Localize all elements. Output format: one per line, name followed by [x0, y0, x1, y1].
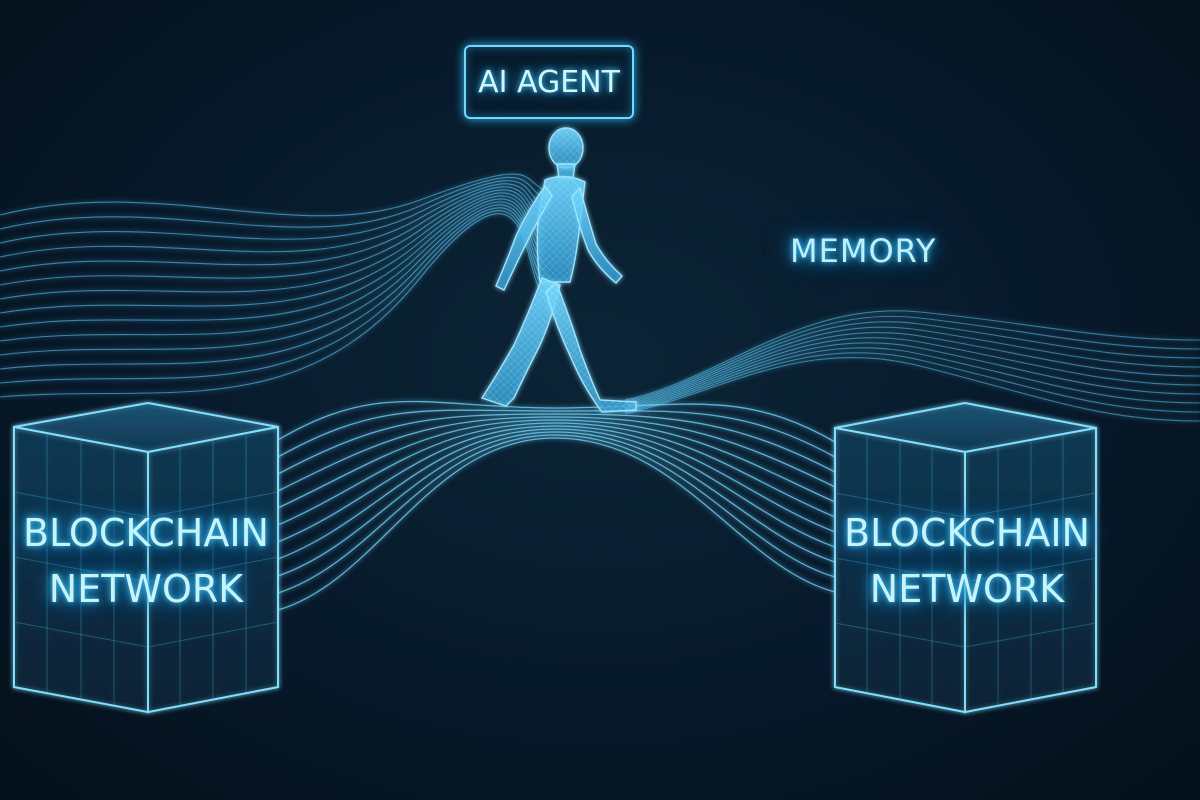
bridge-line [277, 425, 836, 543]
memory-label: MEMORY [790, 232, 937, 270]
bridge-line [277, 419, 836, 509]
bridge-line [277, 434, 836, 594]
flow-line [0, 183, 546, 258]
right-flow-lines [624, 310, 1200, 422]
bridge-line [277, 413, 836, 475]
flow-line [624, 342, 1200, 410]
left-cube-label-line2: NETWORK [48, 567, 244, 611]
flow-line [0, 213, 546, 398]
flow-line [0, 186, 546, 272]
flow-line [624, 331, 1200, 407]
bridge-lines [277, 400, 836, 611]
flow-line [624, 337, 1200, 409]
flow-line [0, 204, 546, 356]
flow-line [624, 315, 1200, 403]
flow-line [0, 180, 546, 244]
ai-agent-label-text: AI AGENT [478, 64, 620, 100]
flow-line [624, 326, 1200, 406]
bridge-line [277, 422, 836, 526]
upper-left-flow-lines [0, 173, 546, 398]
flow-line [0, 176, 546, 230]
bridge-line [277, 428, 836, 560]
right-cube-label: BLOCKCHAIN NETWORK [838, 505, 1096, 617]
flow-line [624, 357, 1200, 422]
flow-line [0, 189, 546, 286]
bridge-line [277, 400, 836, 443]
flow-line [0, 173, 546, 217]
left-cube-label-line1: BLOCKCHAIN [23, 511, 269, 555]
left-blockchain-cube [13, 401, 279, 714]
walking-agent-figure [480, 127, 637, 413]
bridge-line [277, 409, 836, 458]
bridge-line [277, 437, 836, 611]
right-cube-label-line1: BLOCKCHAIN [844, 511, 1090, 555]
flow-line [0, 210, 546, 384]
bridge-line [277, 431, 836, 577]
right-blockchain-cube [834, 401, 1097, 714]
flow-line [624, 310, 1200, 401]
bridge-line [277, 416, 836, 492]
flow-line [624, 347, 1200, 412]
ai-agent-label: AI AGENT [464, 45, 634, 119]
right-cube-label-line2: NETWORK [869, 567, 1065, 611]
flow-line [624, 352, 1200, 413]
flow-line [624, 321, 1200, 404]
flow-line [0, 192, 546, 300]
left-cube-label: BLOCKCHAIN NETWORK [14, 505, 278, 617]
